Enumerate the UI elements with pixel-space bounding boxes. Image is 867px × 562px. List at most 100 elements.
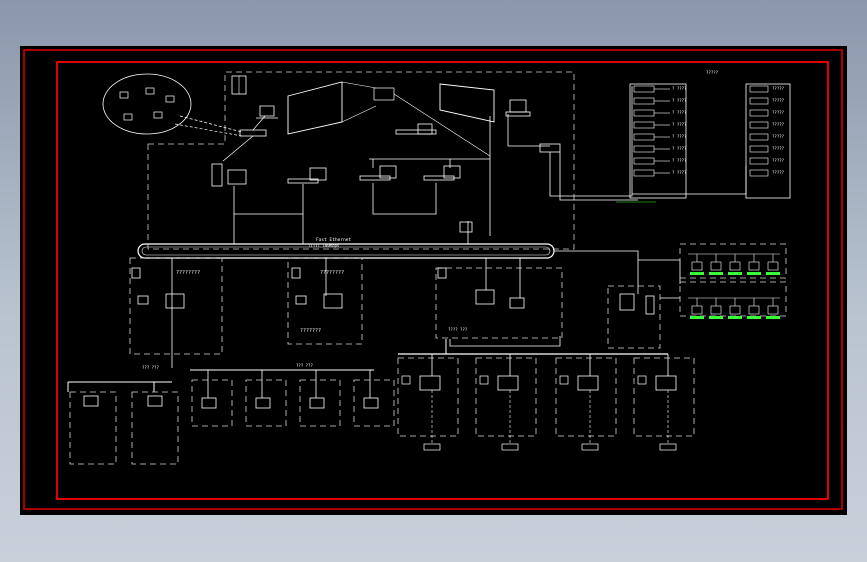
ethernet-ring [137,243,555,259]
right-unit-plc [655,375,677,391]
field-device [691,261,703,271]
panel-slot [633,97,655,105]
field-device [710,261,722,271]
panel-row-label: ? ???? [672,170,687,175]
right-unit-box [397,357,459,437]
panel-row-label: ? ???? [672,158,687,163]
field-device [748,305,760,315]
control-room-boundary [147,71,575,250]
field-devices [688,253,780,319]
right-unit-sensor [581,443,599,451]
field-device [710,305,722,315]
right-units [397,354,695,451]
outer-frame [23,49,843,510]
station-label-a: ???????? [176,270,200,276]
network-switch [239,129,267,137]
network-diagram: ? ???? ? ???? ? ???? ? ???? ? ???? ? ???? ? ??… [23,49,843,510]
remote-cluster-pcs [119,87,175,121]
panel-slot [633,121,655,129]
panel-row-label: ? ???? [672,122,687,127]
bus-label-right: ???? ??? [448,327,468,332]
station-label-b: ???????? [320,270,344,276]
panel-slot [749,109,769,117]
projection-screen-left [287,81,343,135]
right-unit-plc [419,375,441,391]
panel-slot [749,121,769,129]
unit-box-a [69,391,117,465]
mid-unit-box [191,379,233,427]
panel-slot [749,145,769,153]
field-device [767,305,779,315]
bus-label-mid: ??? ??? [296,363,313,368]
panel-row-label: ? ???? [672,86,687,91]
field-device-tag [690,316,704,319]
panel-slot [633,157,655,165]
field-device [767,261,779,271]
cabinet-tag: ????? [706,70,719,75]
remote-control-box [607,285,661,349]
panel-row-label: ? ???? [672,134,687,139]
ethernet-sub-label: TTTTT 100Mbps [308,243,340,248]
bus-label-left: ??? ??? [142,365,159,370]
right-unit-plc [577,375,599,391]
right-unit-monitor [401,375,411,385]
panel-row-label: ????? [772,98,785,103]
field-device-tag [728,316,742,319]
right-unit-monitor [559,375,569,385]
field-device [729,305,741,315]
inner-frame [56,61,829,500]
field-device [729,261,741,271]
right-unit-monitor [479,375,489,385]
ethernet-label: Fast Ethernet [316,237,352,243]
panel-row-label: ????? [772,158,785,163]
projection-screen-right [439,83,495,123]
panel-slot [749,133,769,141]
panel-slot [633,133,655,141]
panel-slot [749,169,769,177]
panel-slot [633,85,655,93]
field-device [748,261,760,271]
panel-row-label: ????? [772,122,785,127]
right-unit-sensor [423,443,441,451]
remote-cluster [102,73,192,135]
panel-slot [633,145,655,153]
station-box-3 [435,267,563,339]
panel-row-label: ????? [772,170,785,175]
mid-unit-box [245,379,287,427]
field-group-top [679,243,787,279]
panel-slot [749,157,769,165]
left-cabinet [629,83,687,199]
panel-slot [633,169,655,177]
right-unit-plc [497,375,519,391]
right-unit-sensor [501,443,519,451]
right-unit-box [555,357,617,437]
field-group-bottom [679,281,787,317]
field-device-tag [709,272,723,275]
left-panel-rows: ? ???? ? ???? ? ???? ? ???? ? ???? ? ???? ? ??… [633,85,687,177]
panel-row-label: ????? [772,110,785,115]
mid-unit-box [353,379,395,427]
right-unit-sensor [659,443,677,451]
field-device-tag [709,316,723,319]
mid-unit-device [309,397,325,409]
panel-slot [749,97,769,105]
right-unit-monitor [637,375,647,385]
panel-row-label: ? ???? [672,98,687,103]
mid-unit-device [363,397,379,409]
mid-unit-device [255,397,271,409]
field-device-tag [728,272,742,275]
panel-row-label: ????? [772,134,785,139]
mid-unit-device [201,397,217,409]
mid-units [191,370,395,427]
mid-unit-box [299,379,341,427]
right-unit-box [475,357,537,437]
panel-slot [749,85,769,93]
panel-row-label: ? ???? [672,146,687,151]
panel-row-label: ? ???? [672,110,687,115]
panel-row-label: ????? [772,146,785,151]
panel-slot [633,109,655,117]
field-device-tag [747,272,761,275]
field-device [691,305,703,315]
cad-drawing-canvas: ? ???? ? ???? ? ???? ? ???? ? ???? ? ???? ? ??… [20,46,847,515]
field-device-tag [766,316,780,319]
